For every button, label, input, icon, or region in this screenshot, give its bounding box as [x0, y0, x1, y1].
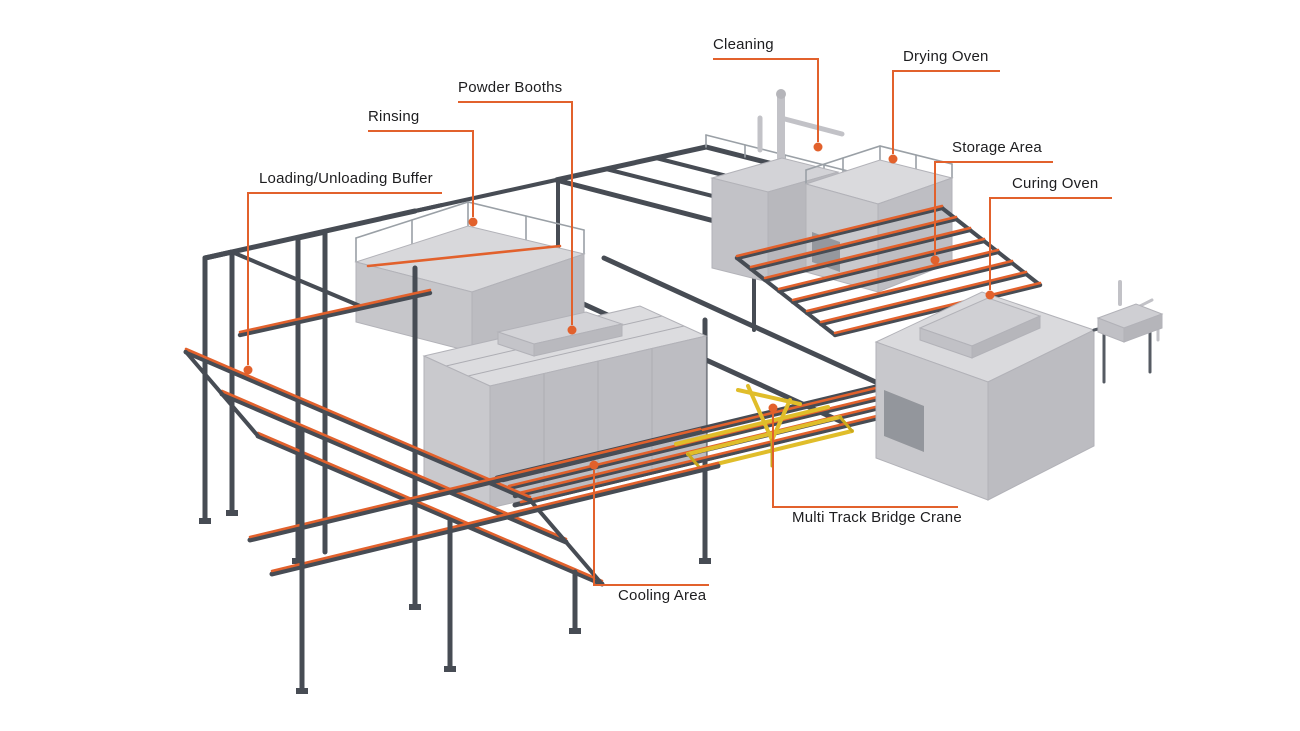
label-storage-area: Storage Area	[952, 139, 1042, 156]
callout-lines	[243, 58, 1112, 586]
label-curing-oven: Curing Oven	[1012, 175, 1099, 192]
callout-rinsing	[368, 130, 478, 227]
side-equipment-shape	[1092, 280, 1164, 384]
callout-loading-unloading-buffer	[243, 192, 442, 375]
label-cooling-area: Cooling Area	[618, 587, 707, 604]
label-rinsing: Rinsing	[368, 108, 420, 125]
callout-cleaning	[713, 58, 823, 152]
storage-area-rails-shape	[734, 204, 1043, 338]
loading-buffer-frame-shape	[183, 203, 721, 694]
label-loading-unloading-buffer: Loading/Unloading Buffer	[259, 170, 433, 187]
callout-drying-oven	[888, 70, 1000, 164]
callout-multi-track-bridge-crane	[768, 403, 958, 508]
callout-cooling-area	[589, 460, 709, 586]
label-drying-oven: Drying Oven	[903, 48, 989, 65]
label-powder-booths: Powder Booths	[458, 79, 563, 96]
label-multi-track-bridge-crane: Multi Track Bridge Crane	[792, 509, 962, 526]
callout-curing-oven	[985, 197, 1112, 300]
callout-powder-booths	[458, 101, 577, 335]
callout-storage-area	[930, 161, 1053, 265]
curing-oven-shape	[874, 291, 1096, 501]
label-cleaning: Cleaning	[713, 36, 774, 53]
